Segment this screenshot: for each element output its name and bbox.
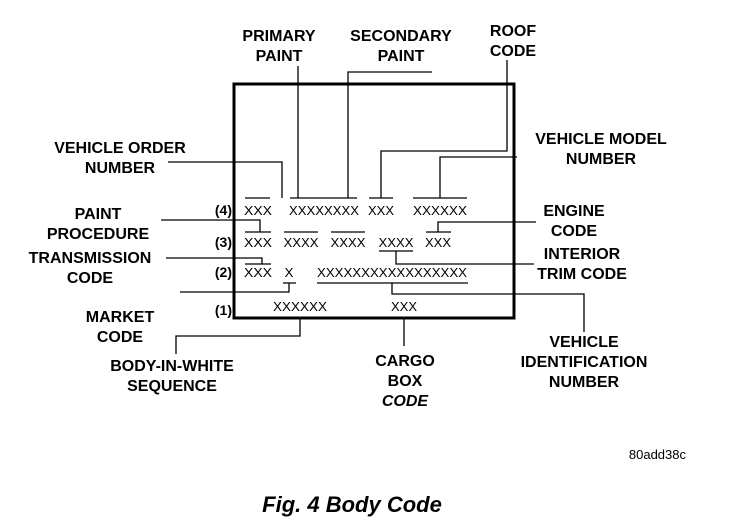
roof-code-line1: ROOF	[490, 23, 536, 40]
row-label-3: (3)	[215, 234, 232, 250]
label-primary-paint: PRIMARY PAINT	[242, 28, 316, 65]
interior-trim-code-line2: TRIM CODE	[537, 266, 627, 283]
body-in-white-line1: BODY-IN-WHITE	[110, 358, 234, 375]
engine-code-line2: CODE	[551, 223, 598, 240]
label-market-code: MARKET CODE	[86, 309, 155, 346]
leader-vehicle-order-number	[168, 161, 283, 199]
label-paint-procedure: PAINT PROCEDURE	[47, 206, 150, 243]
label-vehicle-identification-number: VEHICLE IDENTIFICATION NUMBER	[521, 334, 648, 391]
label-body-in-white-sequence: BODY-IN-WHITE SEQUENCE	[110, 358, 234, 395]
transmission-code-line1: TRANSMISSION	[29, 250, 152, 267]
label-cargo-box-code: CARGO BOX CODE	[375, 353, 435, 410]
label-interior-trim-code: INTERIOR TRIM CODE	[537, 246, 627, 283]
leader-market-code	[180, 282, 296, 293]
body-code-plate	[232, 82, 516, 320]
leader-engine-code	[426, 221, 536, 233]
row-label-1: (1)	[215, 302, 232, 318]
leader-vin	[317, 282, 585, 332]
body-in-white-line2: SEQUENCE	[127, 378, 217, 395]
vin-line3: NUMBER	[549, 374, 620, 391]
code-transmission: XXX	[244, 265, 272, 280]
row-label-4: (4)	[215, 202, 232, 218]
figure-reference-id: 80add38c	[629, 447, 687, 462]
leader-primary-paint	[290, 66, 357, 199]
figure-caption: Fig. 4 Body Code	[262, 492, 442, 517]
market-code-line2: CODE	[97, 329, 144, 346]
label-vehicle-model-number: VEHICLE MODEL NUMBER	[535, 131, 667, 168]
vehicle-model-number-line2: NUMBER	[566, 151, 637, 168]
code-market: X	[285, 265, 294, 280]
leader-cargo-box	[391, 317, 417, 346]
vehicle-model-number-line1: VEHICLE MODEL	[535, 131, 667, 148]
code-paint-procedure: XXX	[244, 235, 272, 250]
paint-procedure-line2: PROCEDURE	[47, 226, 150, 243]
vin-line1: VEHICLE	[549, 334, 619, 351]
secondary-paint-line1: SECONDARY	[350, 28, 452, 45]
secondary-paint-line2: PAINT	[378, 48, 425, 65]
leader-body-in-white	[175, 317, 328, 354]
leader-vehicle-model-number	[413, 156, 517, 199]
primary-paint-line2: PAINT	[256, 48, 303, 65]
leader-secondary-paint	[347, 71, 432, 198]
leader-roof-code	[369, 60, 508, 199]
interior-trim-code-line1: INTERIOR	[544, 246, 621, 263]
vin-line2: IDENTIFICATION	[521, 354, 648, 371]
code-body-in-white: XXXXXX	[273, 299, 327, 314]
vehicle-order-number-line1: VEHICLE ORDER	[54, 140, 186, 157]
code-cargo-box: XXX	[391, 299, 417, 314]
roof-code-line2: CODE	[490, 43, 537, 60]
primary-paint-line1: PRIMARY	[242, 28, 316, 45]
code-row3-primary: XXXX	[284, 235, 319, 250]
label-engine-code: ENGINE CODE	[543, 203, 605, 240]
cargo-box-line1: CARGO	[375, 353, 435, 370]
label-secondary-paint: SECONDARY PAINT	[350, 28, 452, 65]
code-vehicle-order-number: XXX	[244, 203, 272, 218]
code-row3-secondary: XXXX	[331, 235, 366, 250]
code-vin: XXXXXXXXXXXXXXXXX	[317, 265, 467, 280]
label-transmission-code: TRANSMISSION CODE	[29, 250, 152, 287]
code-roof: XXX	[368, 203, 394, 218]
code-vehicle-model-number: XXXXXX	[413, 203, 467, 218]
vehicle-order-number-line2: NUMBER	[85, 160, 156, 177]
cargo-box-line2: BOX	[388, 373, 423, 390]
row-label-2: (2)	[215, 264, 232, 280]
leader-interior-trim-code	[379, 250, 534, 265]
label-vehicle-order-number: VEHICLE ORDER NUMBER	[54, 140, 186, 177]
engine-code-line1: ENGINE	[543, 203, 605, 220]
leader-transmission-code	[166, 257, 271, 265]
market-code-line1: MARKET	[86, 309, 155, 326]
leader-paint-procedure	[161, 219, 271, 233]
code-paint: XXXXXXXX	[289, 203, 359, 218]
transmission-code-line2: CODE	[67, 270, 114, 287]
label-roof-code: ROOF CODE	[490, 23, 537, 60]
leader-lines	[161, 60, 585, 354]
code-interior-trim: XXXX	[379, 235, 414, 250]
paint-procedure-line1: PAINT	[75, 206, 122, 223]
code-engine: XXX	[425, 235, 451, 250]
cargo-box-line3: CODE	[382, 393, 430, 410]
